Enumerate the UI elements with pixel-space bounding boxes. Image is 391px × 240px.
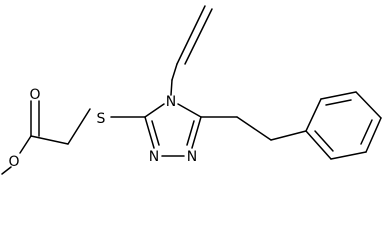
s-ch2-bond xyxy=(67,108,91,145)
atom-labels: O O S N N N xyxy=(8,87,197,170)
ring-bond-c3-n2 xyxy=(144,116,155,149)
bonds xyxy=(1,5,382,175)
ring-bond-c5-n1 xyxy=(191,116,202,149)
phenyl-bond-1 xyxy=(305,98,322,132)
phenyl-bond-4 xyxy=(365,117,382,153)
ethyl-phenyl-bond xyxy=(270,130,307,141)
atom-label-carbonyl-oxygen: O xyxy=(29,87,40,103)
molecule-drawing: O O S N N N xyxy=(1,5,382,175)
phenyl-double-inner-1 xyxy=(325,99,352,106)
allyl-double-bond-inner xyxy=(184,8,213,65)
phenyl-double-inner-3 xyxy=(314,130,334,152)
atom-label-ester-oxygen: O xyxy=(8,154,19,170)
methyl-bond xyxy=(1,166,12,175)
phenyl-double-inner-2 xyxy=(360,119,373,145)
ch2-carbonyl-bond xyxy=(30,135,69,145)
allyl-double-bond xyxy=(176,5,206,65)
ring-bond-n4-c3 xyxy=(144,103,165,118)
atom-label-sulfur: S xyxy=(97,111,106,127)
structure-svg: O O S N N N xyxy=(1,5,382,175)
phenyl-bond-3 xyxy=(355,91,382,119)
atom-label-n4: N xyxy=(166,94,176,110)
allyl-bond xyxy=(171,63,178,81)
ethyl-bond xyxy=(236,116,272,141)
phenyl-bond-2 xyxy=(320,91,357,100)
ring-bond-c3-n2-inner xyxy=(151,120,160,146)
ester-oxygen-bond xyxy=(19,135,32,154)
phenyl-bond-5 xyxy=(330,151,367,160)
ring-bond-c5-n1-inner xyxy=(186,120,195,146)
phenyl-bond-6 xyxy=(305,130,332,160)
ring-bond-n4-c5 xyxy=(177,103,202,118)
atom-label-n1: N xyxy=(187,149,197,165)
atom-label-n2: N xyxy=(149,149,159,165)
allyl-n-bond xyxy=(170,79,173,96)
